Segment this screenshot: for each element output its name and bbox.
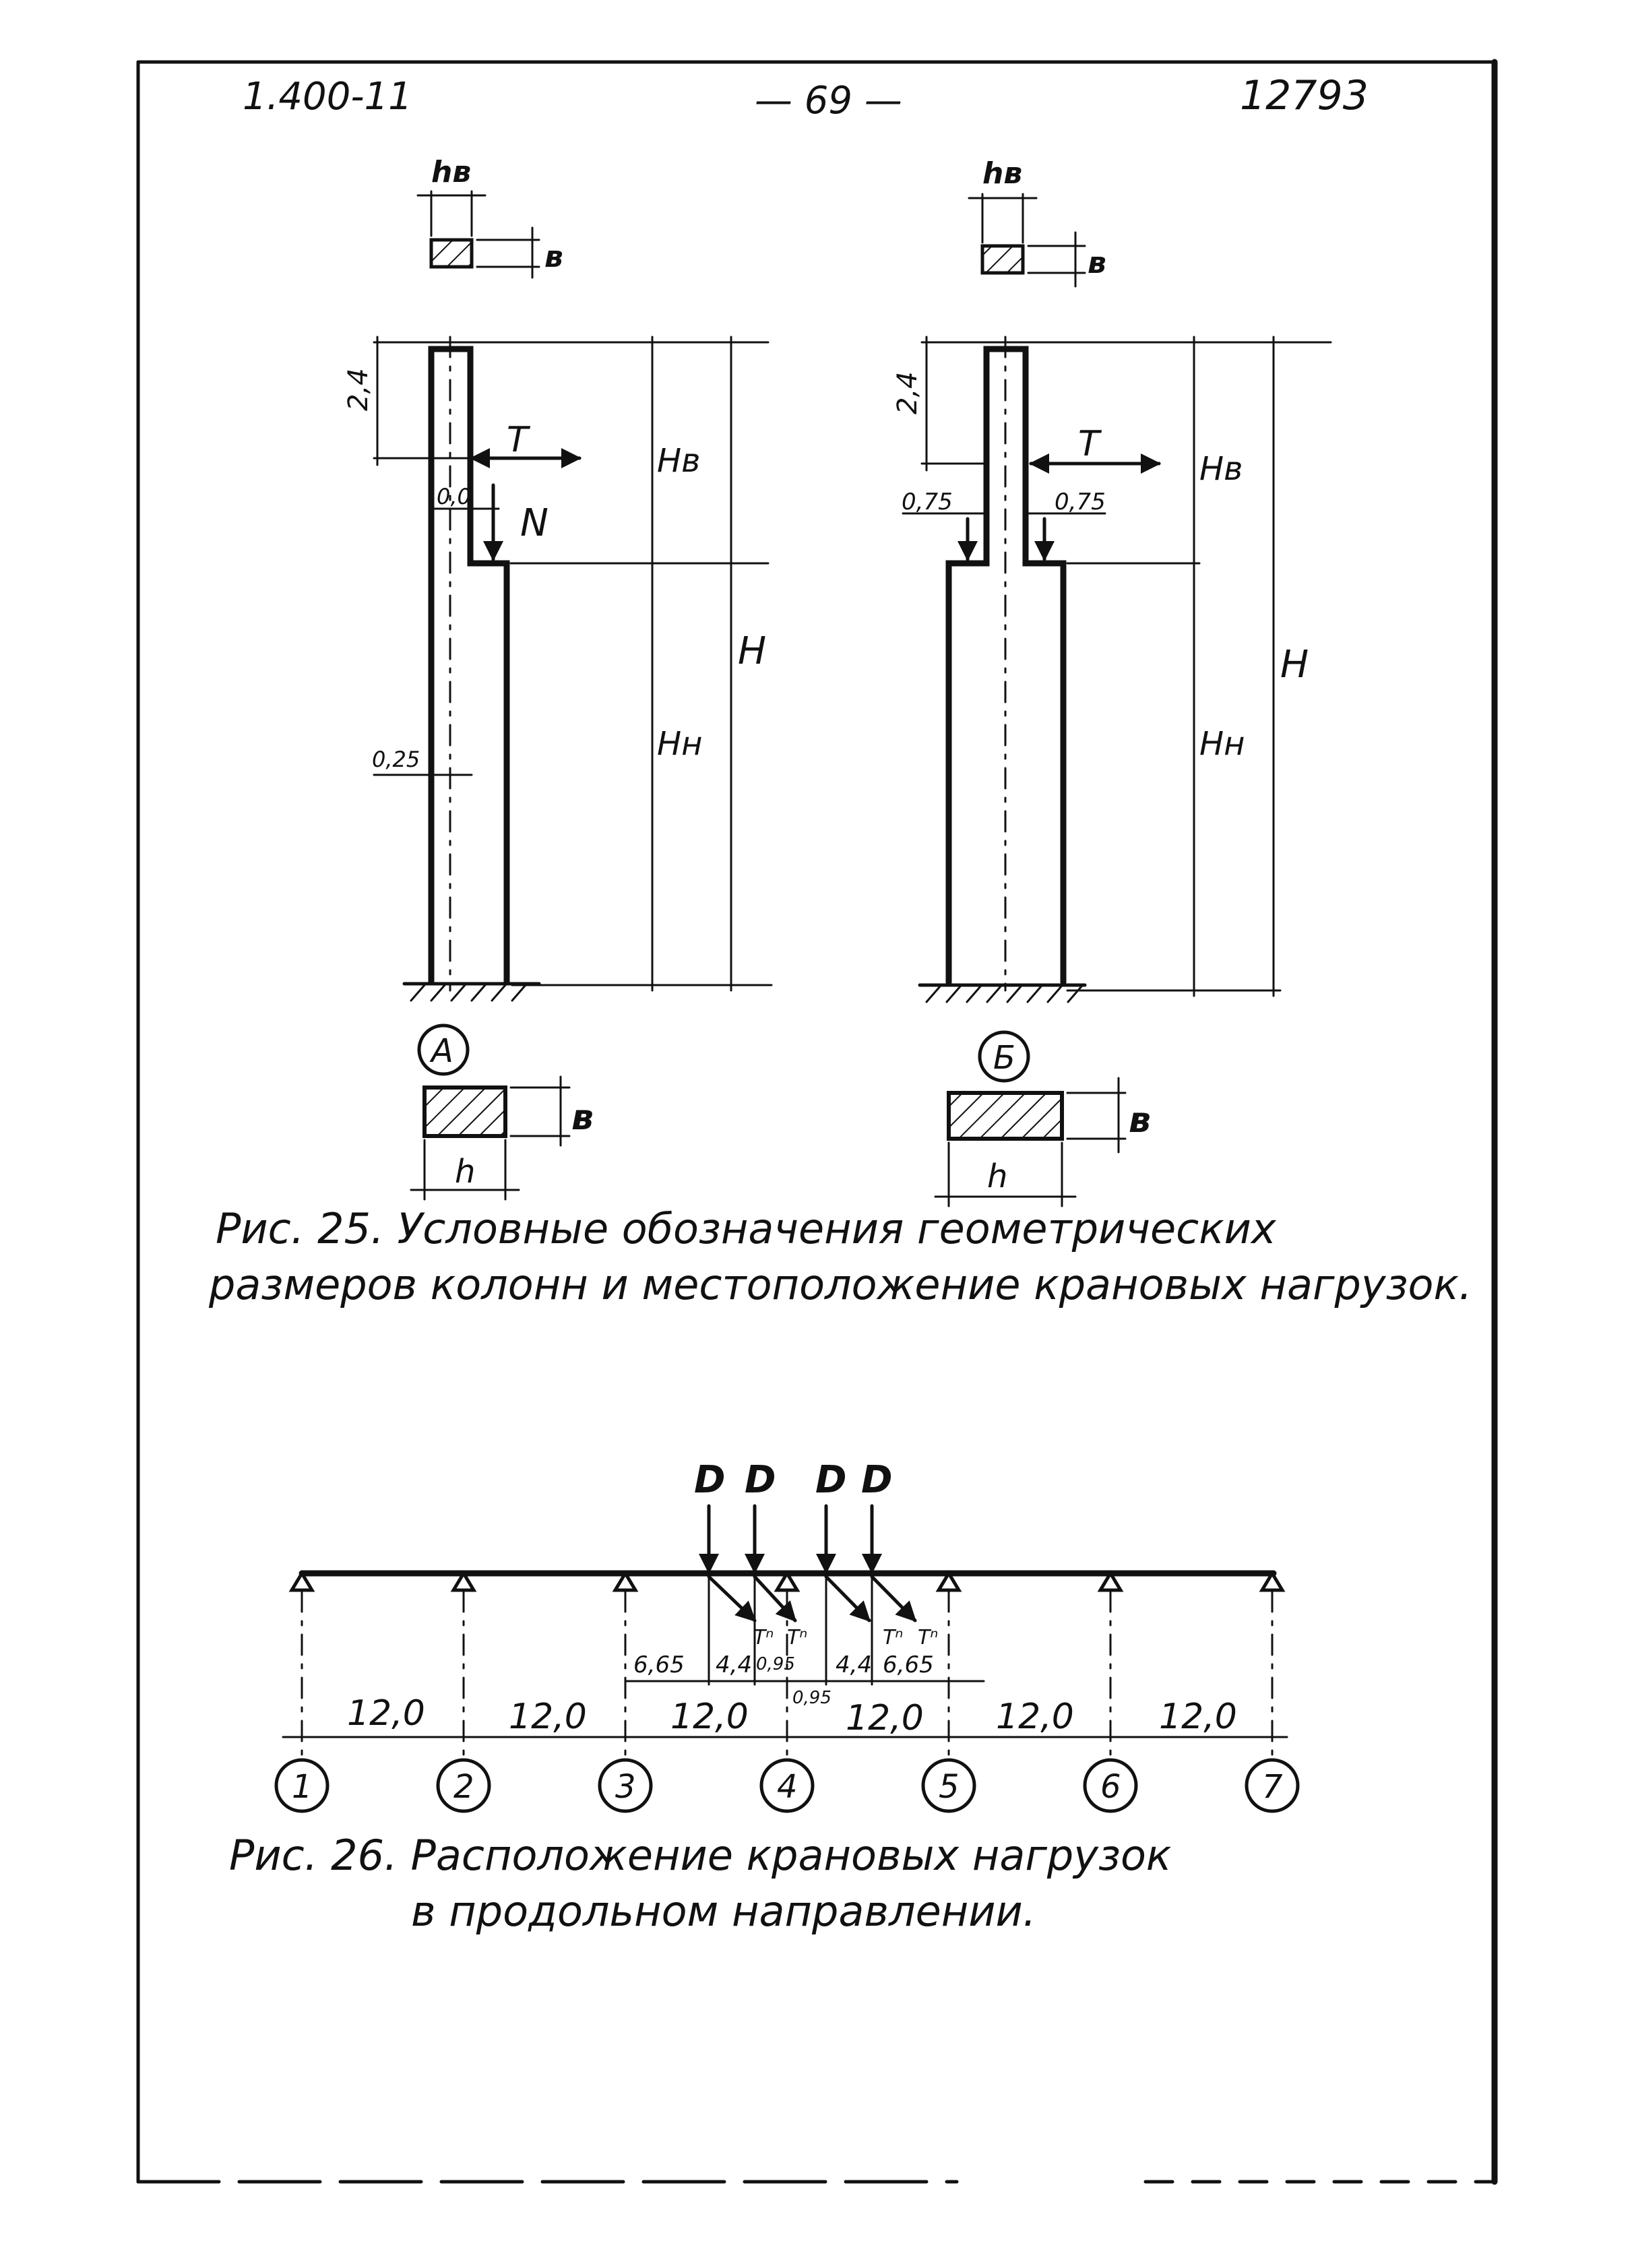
column-a-force-n-label: N [520,501,548,545]
column-b-figure: hв в 2,4 T 0,75 0,75 [892,156,1332,1207]
column-a-ground-hatch [410,984,527,1002]
support-1 [288,1570,315,1592]
crane-loads [699,1504,882,1574]
column-b-lower-height-label: Hн [1199,725,1245,763]
load-label-1: D [694,1458,725,1502]
fig26-caption-line2: в продольном направлении. [411,1887,1036,1936]
braking-force-label-3: Tⁿ [883,1626,903,1649]
axis-marker-4-circle [759,1758,815,1813]
column-a-force-t-label: T [507,420,531,460]
sheet-frame [136,59,1498,2185]
load-label-4: D [861,1458,892,1502]
span-label-2: 12,0 [509,1697,587,1737]
column-b-left-offset-label: 0,75 [902,489,953,515]
braking-forces [707,1575,917,1623]
column-a-lower-height-label: Hн [657,725,702,763]
beam-supports [288,1570,1286,1592]
fig25-caption-line1: Рис. 25. Условные обозначения геометриче… [216,1204,1277,1253]
axis-label-4: 4 [777,1768,798,1806]
braking-force-label-4: Tⁿ [918,1626,938,1649]
column-b-top-offset-label: 2,4 [892,371,923,414]
span-label-3: 12,0 [670,1697,749,1737]
column-a-top-section [429,238,474,269]
axis-label-3: 3 [615,1768,636,1806]
column-a-upper-height-label: Hв [657,442,700,480]
column-a-total-height-label: H [738,629,766,673]
axis-marker-3-circle [598,1758,653,1813]
column-a-figure: hв в 2,4 T 0,0 N 0,25 [343,155,773,1201]
column-b-upper-height-label: Hв [1199,450,1243,488]
column-a-top-offset-label: 2,4 [343,368,374,411]
column-a-bottom-section [422,1085,507,1138]
braking-force-label-2: Tⁿ [787,1626,807,1649]
column-a-label: А [429,1032,453,1070]
column-a-eccentricity-label: 0,0 [437,484,471,509]
load-dim-1: 6,65 [633,1651,685,1678]
support-2 [450,1570,477,1592]
column-b-bottom-section [947,1091,1064,1141]
axis-markers [274,1758,1300,1813]
fig26-beam-diagram: 12,0 12,0 12,0 12,0 12,0 12,0 D D D D Tⁿ… [274,1458,1300,1813]
axis-label-7: 7 [1262,1768,1283,1806]
axis-label-6: 6 [1100,1768,1121,1806]
header-page-number: — 69 — [755,79,902,123]
column-a-bottom-width-label: h [455,1153,475,1191]
column-b-top-width-label: hв [982,156,1022,191]
span-label-4: 12,0 [846,1698,924,1738]
column-a-bottom-depth-label: в [571,1098,594,1138]
braking-force-label-1: Tⁿ [753,1626,774,1649]
axis-lines [301,1590,1274,1763]
support-6 [1097,1570,1124,1592]
support-7 [1259,1570,1286,1592]
column-b-bottom-depth-label: в [1129,1100,1151,1141]
axis-marker-6-circle [1083,1758,1138,1813]
fig26-caption-line1: Рис. 26. Расположение крановых нагрузок [229,1831,1172,1880]
load-dim-3: 0,95 [756,1654,795,1674]
axis-marker-7-circle [1245,1758,1300,1813]
axis-label-5: 5 [939,1768,960,1806]
header-right-code: 12793 [1240,72,1369,119]
column-b-total-height-label: H [1280,643,1309,687]
load-dim-2: 4,4 [716,1651,752,1678]
column-b-ground-hatch [925,985,1083,1003]
load-dim-6: 6,65 [883,1651,934,1678]
column-a-top-width-label: hв [431,155,471,189]
fig25-caption-line2: размеров колонн и местоположение крановы… [208,1260,1472,1309]
axis-marker-1-circle [274,1758,329,1813]
span-label-6: 12,0 [1159,1697,1237,1737]
load-dim-4: 0,95 [792,1688,831,1708]
load-label-2: D [745,1458,776,1502]
column-b-top-depth-label: в [1088,246,1106,280]
column-b-right-offset-label: 0,75 [1055,489,1106,515]
column-a-label-circle [417,1023,470,1076]
header-left-code: 1.400-11 [243,75,412,119]
axis-marker-5-circle [921,1758,976,1813]
support-4 [774,1570,801,1592]
support-3 [612,1570,639,1592]
load-dim-5: 4,4 [836,1651,872,1678]
column-a-axis-offset-label: 0,25 [372,747,420,772]
column-a-top-depth-label: в [544,240,563,274]
axis-label-1: 1 [292,1768,313,1806]
support-5 [935,1570,962,1592]
column-b-label: Б [993,1039,1015,1077]
column-b-label-circle [978,1030,1030,1083]
column-b-top-section [980,244,1025,275]
span-label-1: 12,0 [347,1693,425,1734]
axis-label-2: 2 [453,1768,474,1806]
column-a-outline [428,346,510,986]
load-label-3: D [815,1458,846,1502]
axis-marker-2-circle [436,1758,491,1813]
span-label-5: 12,0 [996,1697,1074,1737]
column-b-bottom-width-label: h [987,1158,1007,1195]
column-b-force-t-label: T [1078,424,1102,464]
